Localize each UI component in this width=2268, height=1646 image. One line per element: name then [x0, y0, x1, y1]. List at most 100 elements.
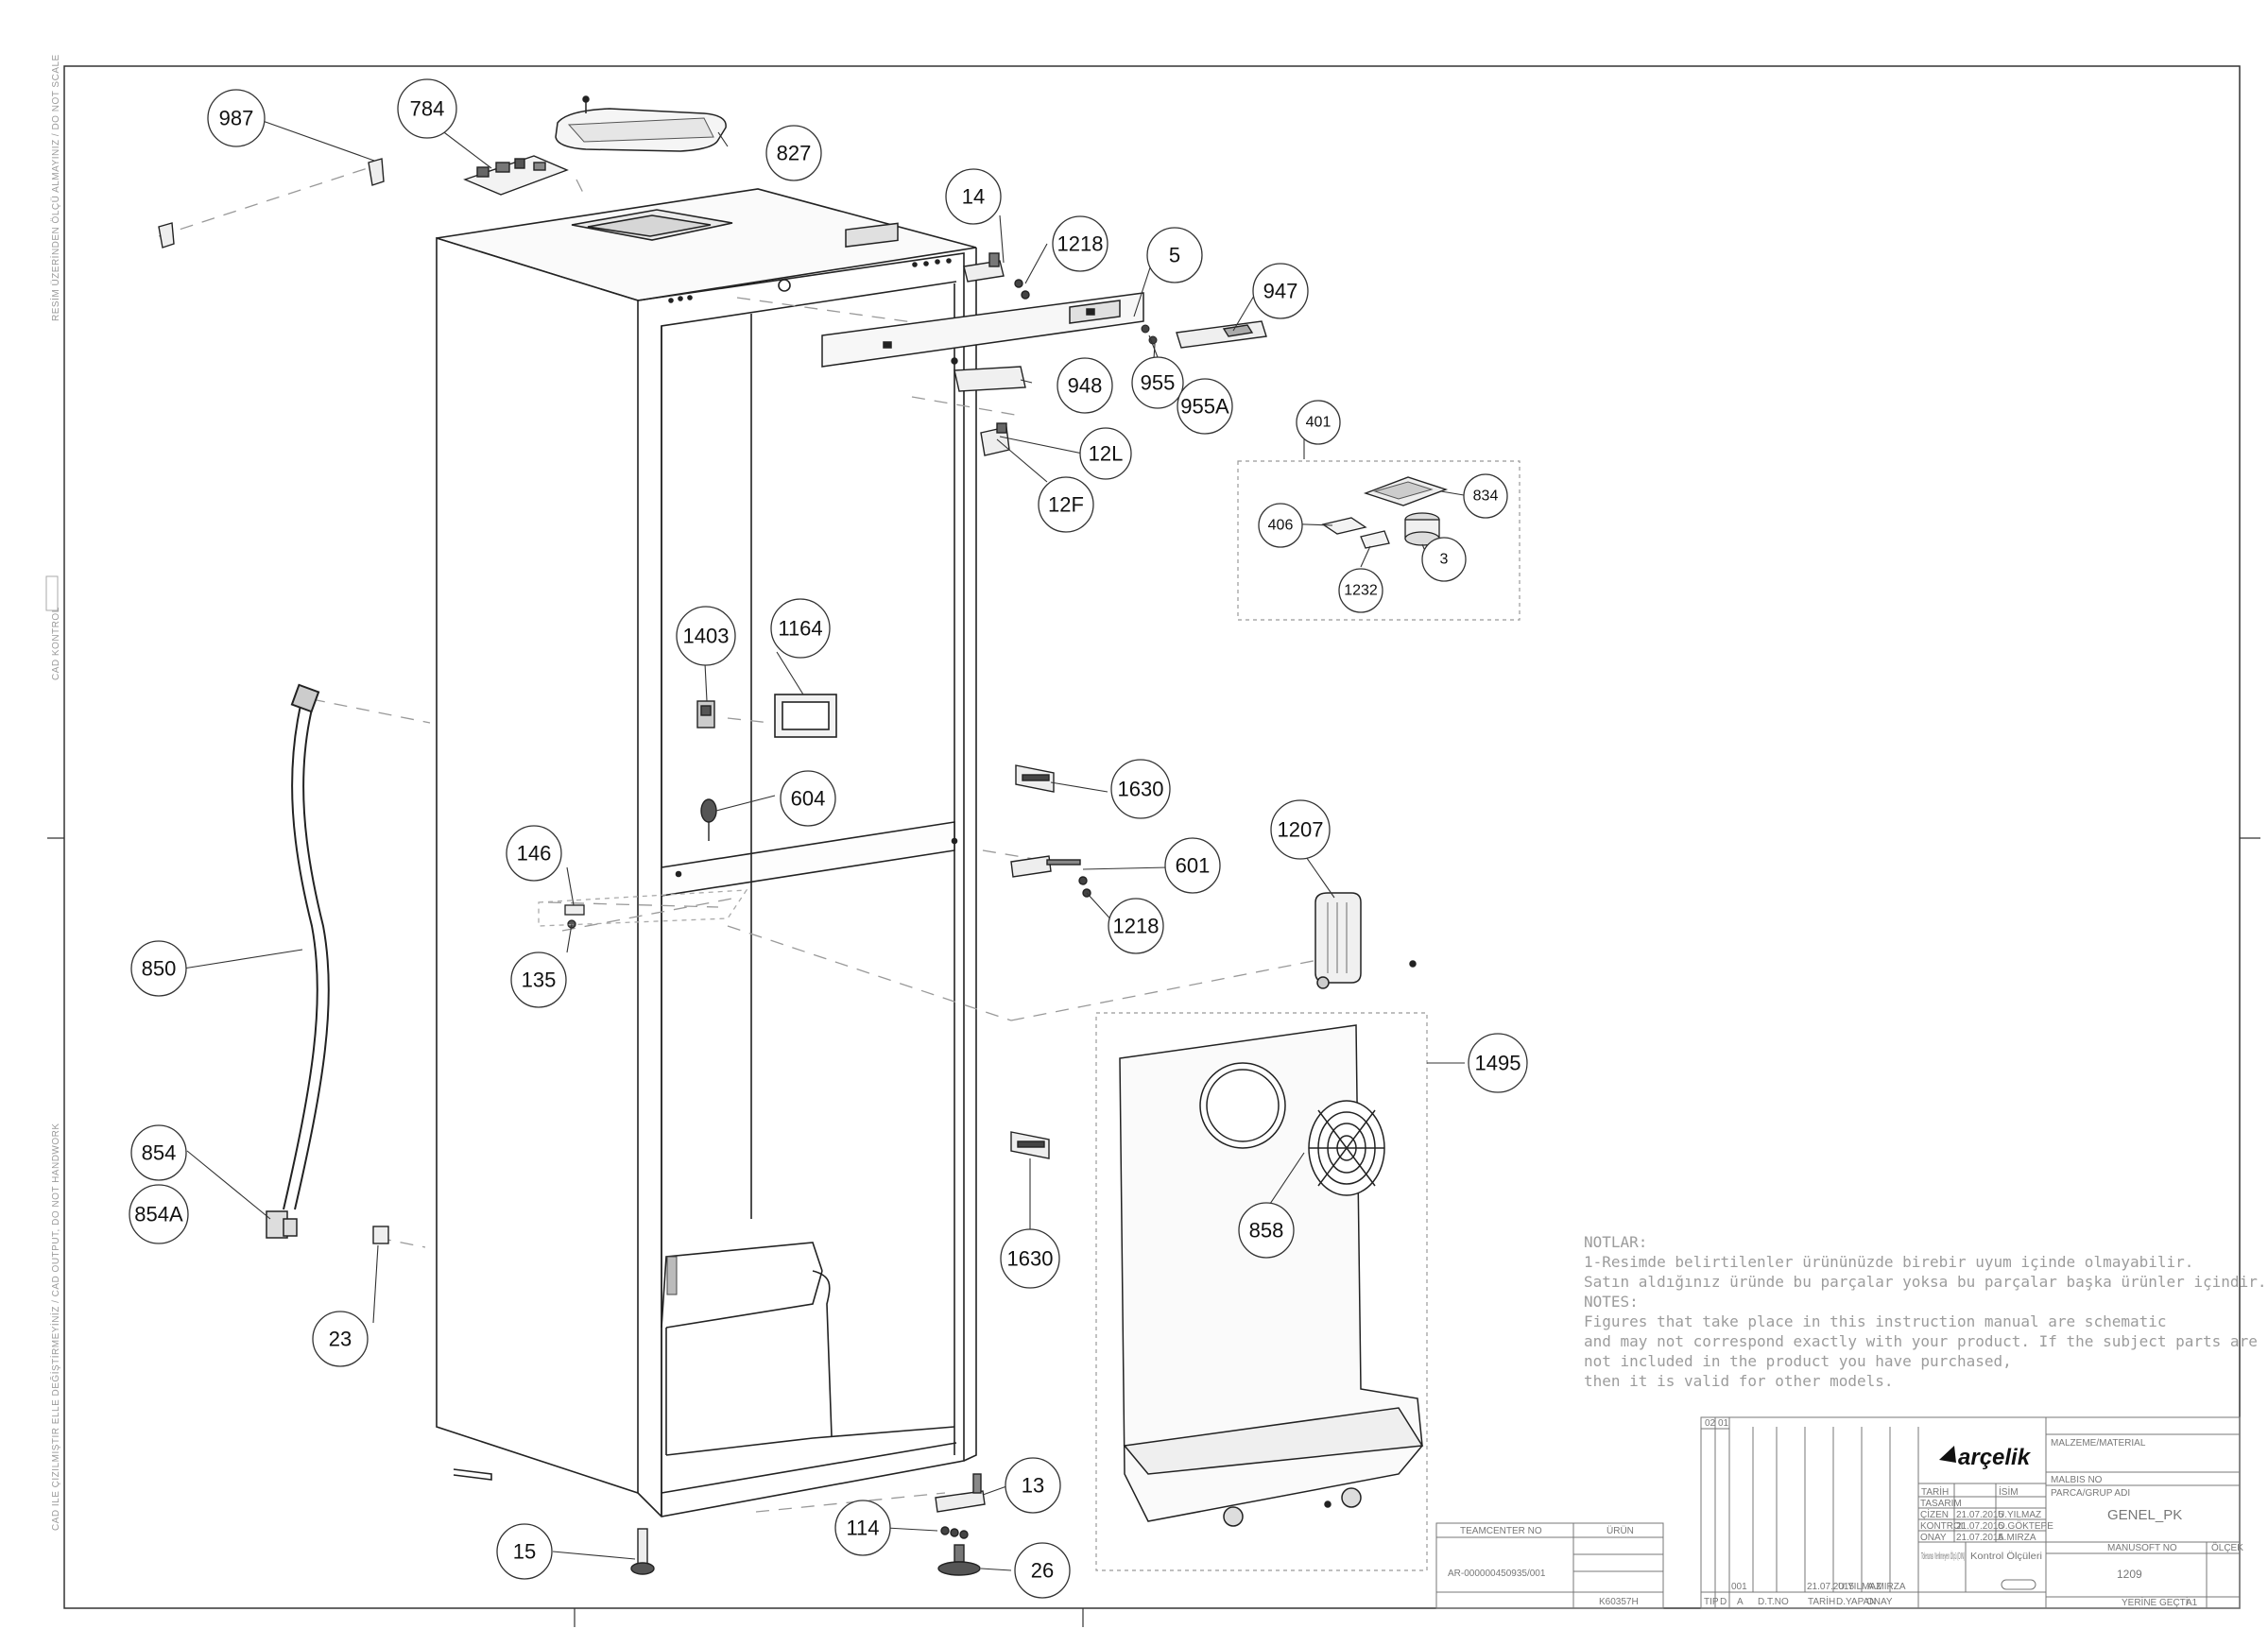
tb-scale-label: ÖLÇEK [2211, 1542, 2243, 1553]
title-block [1435, 1416, 2241, 1609]
brand-name: arçelik [1958, 1445, 2032, 1470]
callout-948: 948 [1057, 357, 1113, 414]
tb-urun-value: K60357H [1599, 1597, 1639, 1607]
tb-corner-02: 02 [1705, 1418, 1716, 1429]
callout-12F: 12F [1038, 476, 1094, 533]
callout-1630-lower: 1630 [1000, 1228, 1060, 1289]
svg-text:858: 858 [1249, 1219, 1284, 1243]
svg-text:955A: 955A [1180, 395, 1229, 419]
side-label-top: RESİM ÜZERİNDEN ÖLÇÜ ALMAYINIZ / DO NOT … [49, 54, 61, 321]
svg-text:12L: 12L [1089, 442, 1124, 466]
callout-1218-mid: 1218 [1108, 898, 1164, 954]
svg-text:146: 146 [517, 842, 552, 866]
notes-line-4: NOTES: [1584, 1293, 1639, 1311]
part-1630-upper [1015, 764, 1055, 793]
tb-h-dtno: D.T.NO [1758, 1597, 1789, 1607]
side-label-mid: CAD KONTROL [51, 607, 61, 680]
callout-784: 784 [397, 78, 457, 139]
tb-name1: U.YILMAZ [1998, 1510, 2041, 1520]
tb-tolerance: Toleransı Verilmeyen Ölçü (DIN) [1921, 1551, 1965, 1562]
svg-text:955: 955 [1141, 371, 1176, 395]
tb-rev-date: 21.07.2015 [1807, 1582, 1854, 1592]
part-1164-display-panel [774, 694, 837, 738]
tb-h-d: D [1720, 1597, 1727, 1607]
callout-1495: 1495 [1468, 1033, 1528, 1093]
svg-text:948: 948 [1068, 374, 1103, 398]
tb-h-yapan: D.YAPAN [1836, 1597, 1876, 1607]
svg-text:401: 401 [1306, 415, 1332, 431]
svg-text:5: 5 [1169, 244, 1180, 267]
part-784-control-board [463, 155, 569, 196]
svg-text:947: 947 [1263, 280, 1298, 303]
part-1403 [696, 700, 715, 729]
svg-text:987: 987 [219, 107, 254, 130]
part-604 [700, 798, 717, 841]
callout-955A: 955A [1177, 378, 1233, 435]
tb-manusoft-label: MANUSOFT NO [2107, 1543, 2177, 1553]
tb-tasarim: TASARIM [1920, 1499, 1962, 1509]
part-948 [951, 357, 1026, 392]
svg-text:1207: 1207 [1278, 818, 1324, 842]
svg-text:3: 3 [1440, 552, 1449, 568]
part-854-connector [266, 1210, 298, 1239]
callout-14: 14 [945, 168, 1002, 225]
notes-line-8: then it is valid for other models. [1584, 1372, 1894, 1390]
part-15-foot [630, 1528, 655, 1575]
svg-text:13: 13 [1022, 1474, 1044, 1498]
svg-text:854A: 854A [134, 1203, 183, 1226]
callout-401: 401 [1296, 400, 1341, 445]
tb-col-isim: İSİM [1999, 1485, 2019, 1498]
tb-h-onay: ONAY [1866, 1597, 1893, 1607]
part-987-clips [158, 158, 385, 249]
part-23 [372, 1226, 389, 1244]
callout-13: 13 [1005, 1457, 1061, 1514]
svg-text:135: 135 [522, 969, 557, 992]
notes-block: NOTLAR: 1-Resimde belirtilenler ürününüz… [1584, 1233, 2266, 1390]
tb-onay: ONAY [1920, 1533, 1947, 1543]
tb-teamcenter-value: AR-000000450935/001 [1448, 1569, 1546, 1579]
svg-text:604: 604 [791, 787, 826, 811]
tb-col-tarih: TARİH [1921, 1485, 1949, 1498]
callout-1403: 1403 [676, 606, 736, 666]
svg-text:12F: 12F [1048, 493, 1084, 517]
svg-text:114: 114 [846, 1517, 879, 1540]
part-1630-lower [1010, 1131, 1050, 1159]
svg-text:1218: 1218 [1057, 232, 1104, 256]
tb-corner-01: 01 [1718, 1418, 1729, 1429]
svg-text:1630: 1630 [1007, 1247, 1054, 1271]
svg-text:15: 15 [513, 1540, 536, 1564]
svg-text:1630: 1630 [1118, 778, 1164, 801]
callout-5: 5 [1146, 227, 1203, 283]
svg-text:850: 850 [142, 957, 177, 981]
callout-12L: 12L [1079, 427, 1132, 480]
svg-text:854: 854 [142, 1141, 177, 1165]
tb-control: Kontrol Ölçüleri [1970, 1551, 2042, 1562]
callout-3: 3 [1421, 537, 1467, 582]
tb-rev-num: 001 [1731, 1582, 1747, 1592]
tb-urun-label: ÜRÜN [1606, 1525, 1634, 1536]
side-label-bottom: CAD ILE ÇIZILMIŞTIR ELLE DEĞİŞTİRMEYİNİZ… [49, 1123, 61, 1531]
callout-1232: 1232 [1338, 568, 1383, 613]
tb-date2: 21.07.2015 [1956, 1521, 2003, 1532]
part-1495-back-panel [1095, 1012, 1428, 1571]
notes-line-6: and may not correspond exactly with your… [1584, 1332, 2258, 1350]
callout-858: 858 [1238, 1202, 1295, 1259]
part-1207-cover [1314, 892, 1417, 989]
tb-h-tarih: TARİH [1808, 1595, 1835, 1607]
svg-text:1232: 1232 [1344, 583, 1378, 599]
tb-rev-name2: A.MIRZA [1867, 1582, 1906, 1592]
brand-logo-icon [1939, 1446, 1956, 1463]
part-955-screws [1141, 324, 1158, 345]
tb-material-label: MALZEME/MATERIAL [2051, 1438, 2146, 1449]
callout-1207: 1207 [1270, 799, 1331, 860]
tb-date1: 21.07.2015 [1956, 1510, 2003, 1520]
callout-604: 604 [780, 770, 836, 827]
svg-text:784: 784 [410, 97, 445, 121]
part-13-bottom-hinge [935, 1473, 986, 1576]
svg-text:14: 14 [962, 185, 985, 209]
callout-1164: 1164 [770, 598, 831, 659]
tb-group-value: GENEL_PK [2107, 1507, 2182, 1523]
tb-h-a: A [1737, 1597, 1744, 1607]
tb-name2: O.GÖKTEPE [1998, 1520, 2053, 1532]
callout-854: 854 [130, 1124, 187, 1181]
